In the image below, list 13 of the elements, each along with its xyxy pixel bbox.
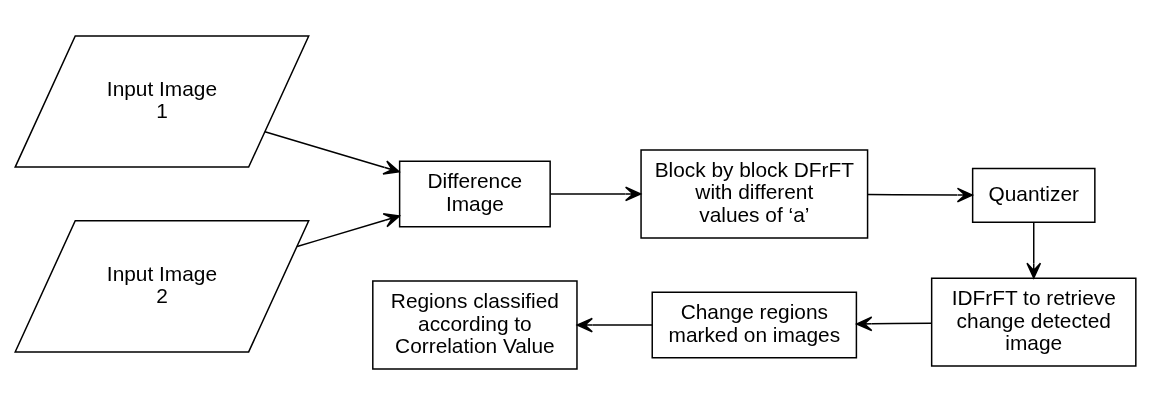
node-box: Regions classified according to Correlation Value <box>372 280 578 370</box>
arrow <box>856 316 933 332</box>
arrow <box>264 131 400 175</box>
arrow <box>867 187 974 203</box>
node-box: Block by block DFrFT with different values of ‘a’ <box>640 149 869 239</box>
arrow <box>296 213 401 248</box>
node-box: IDFrFT to retrieve change detected image <box>930 277 1137 367</box>
node-box: Difference Image <box>398 160 551 228</box>
arrow <box>576 317 653 333</box>
node-box: Change regions marked on images <box>651 291 858 359</box>
node-box: Quantizer <box>971 167 1096 223</box>
arrow <box>549 186 642 202</box>
arrow <box>1026 221 1042 279</box>
